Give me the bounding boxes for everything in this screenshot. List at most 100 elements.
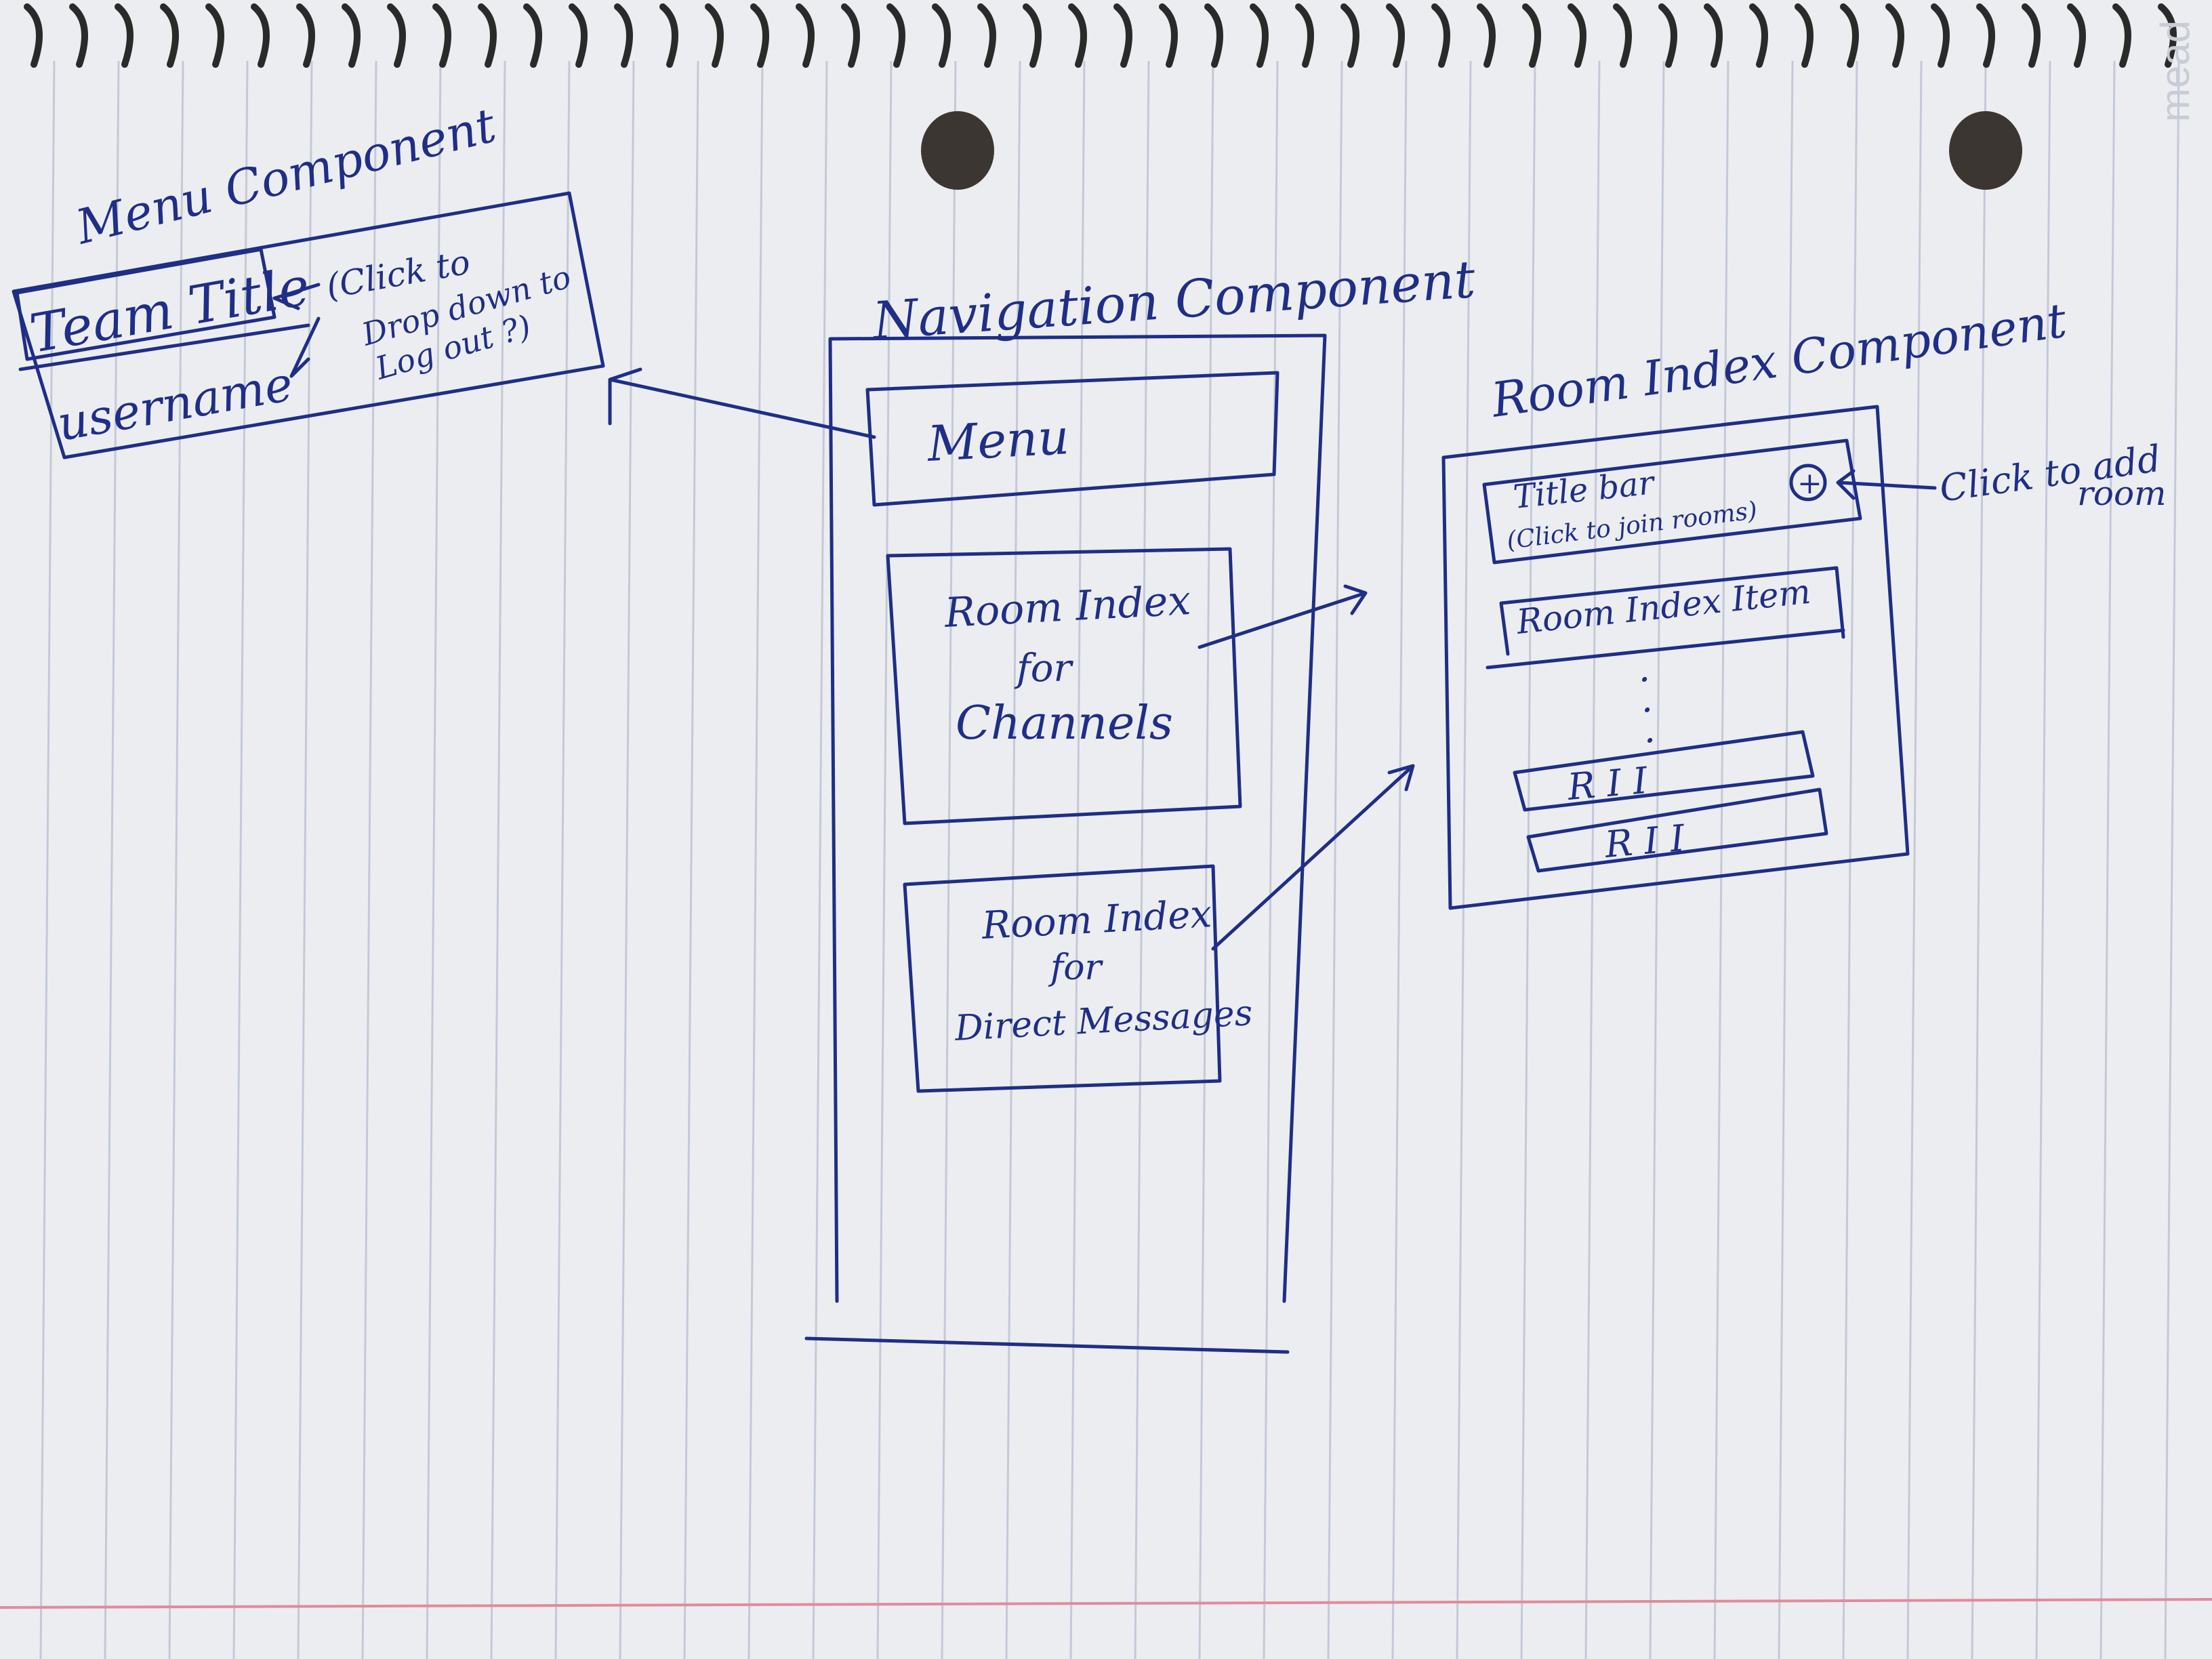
ruled-lines <box>39 60 2180 1659</box>
spiral-coil <box>614 3 633 68</box>
spiral-coil <box>1704 3 1723 68</box>
menu-component-outline <box>12 191 605 459</box>
team-title-box <box>15 247 276 361</box>
rule-line <box>1327 60 1343 1659</box>
spiral-coil <box>1976 3 1995 68</box>
rule-line <box>941 60 957 1659</box>
spiral-coil <box>2067 3 2086 68</box>
rule-line <box>1520 60 1536 1659</box>
spiral-coil <box>523 3 542 68</box>
rule-line <box>747 60 764 1659</box>
spiral-coil <box>1340 3 1359 68</box>
spiral-coil <box>1840 3 1859 68</box>
rule-line <box>1391 60 1408 1659</box>
rule-line <box>2100 60 2116 1659</box>
spiral-coil <box>296 3 315 68</box>
spiral-coil <box>387 3 406 68</box>
channels-index-line-2: for <box>1014 647 1073 691</box>
rule-line <box>619 60 635 1659</box>
rule-line <box>1584 60 1601 1659</box>
punch-hole-left <box>921 111 994 190</box>
rule-line <box>1263 60 1279 1659</box>
notebook-brand: mead <box>2152 20 2198 122</box>
spiral-coil <box>2158 3 2177 68</box>
room-index-component: Room Index Component Title bar (Click to… <box>1441 293 2167 910</box>
dropdown-arrow <box>272 283 321 378</box>
spiral-coil <box>841 3 860 68</box>
spiral-coil <box>1613 3 1632 68</box>
rule-line <box>232 60 249 1659</box>
room-index-item-label: Room Index Item <box>1514 572 1812 642</box>
rii-box-1 <box>1513 730 1815 812</box>
spiral-coil <box>1250 3 1269 68</box>
spiral-coil <box>1113 3 1132 68</box>
rule-line <box>490 60 506 1659</box>
spiral-coil <box>1204 3 1223 68</box>
rule-line <box>683 60 699 1659</box>
add-room-note-line-2: room <box>2077 474 2167 513</box>
spiral-coil <box>115 3 134 68</box>
title-bar-box <box>1482 438 1862 565</box>
spiral-coil <box>2112 3 2131 68</box>
title-bar-label: Title bar <box>1511 464 1658 516</box>
rule-line <box>876 60 893 1659</box>
spiral-coil <box>1795 3 1814 68</box>
spiral-coil <box>886 3 905 68</box>
rule-line <box>168 60 184 1659</box>
spiral-coil <box>1522 3 1541 68</box>
room-index-item-box <box>1486 566 1845 670</box>
rule-line <box>104 60 120 1659</box>
ellipsis-dot-3: . <box>1644 708 1656 751</box>
spiral-coil <box>750 3 769 68</box>
rule-line <box>1198 60 1214 1659</box>
spiral-coil <box>24 3 43 68</box>
punch-hole-right <box>1949 111 2022 190</box>
spiral-coil <box>1068 3 1087 68</box>
dm-index-line-2: for <box>1048 947 1104 988</box>
dm-index-box <box>903 864 1222 1093</box>
menu-component-title: Menu Component <box>69 97 501 255</box>
arrow-dm-to-room-index <box>1211 764 1415 951</box>
rule-line <box>1005 60 1021 1659</box>
room-index-component-outline <box>1441 405 1910 910</box>
rule-line <box>554 60 571 1659</box>
spiral-coil <box>1386 3 1405 68</box>
rule-line <box>1134 60 1150 1659</box>
spiral-coil <box>160 3 179 68</box>
rule-line <box>1649 60 1665 1659</box>
rii-box-2 <box>1526 787 1828 873</box>
channels-index-line-1: Room Index <box>943 577 1192 637</box>
spiral-binding <box>24 3 2177 68</box>
menu-box <box>865 371 1279 507</box>
channels-index-line-3: Channels <box>956 697 1173 750</box>
dm-index-line-1: Room Index <box>980 892 1212 948</box>
rule-line <box>1971 60 1987 1659</box>
ellipsis-dot-2: . <box>1641 678 1653 720</box>
channels-index-box <box>886 547 1242 825</box>
rule-line <box>426 60 442 1659</box>
rule-line <box>297 60 313 1659</box>
add-room-plus-icon: + <box>1789 464 1827 501</box>
spiral-coil <box>1159 3 1178 68</box>
spiral-coil <box>2022 3 2041 68</box>
navigation-component-outline <box>804 333 1327 1354</box>
spiral-coil <box>1477 3 1496 68</box>
dm-index-line-3: Direct Messages <box>954 993 1254 1049</box>
rule-line <box>39 60 56 1659</box>
menu-box-label: Menu <box>924 408 1070 472</box>
spiral-coil <box>796 3 815 68</box>
menu-component-divider <box>18 323 310 371</box>
spiral-coil <box>1931 3 1950 68</box>
spiral-coil <box>1023 3 1042 68</box>
spiral-coil <box>478 3 497 68</box>
rule-line <box>1069 60 1086 1659</box>
spiral-coil <box>1885 3 1904 68</box>
arrow-add-room <box>1836 469 1937 500</box>
spiral-coil <box>432 3 451 68</box>
team-title-label: Team Title <box>26 256 314 365</box>
margin-line <box>0 1598 2212 1609</box>
rule-line <box>1456 60 1472 1659</box>
rule-line <box>1906 60 1923 1659</box>
arrow-channels-to-room-index <box>1197 584 1368 649</box>
